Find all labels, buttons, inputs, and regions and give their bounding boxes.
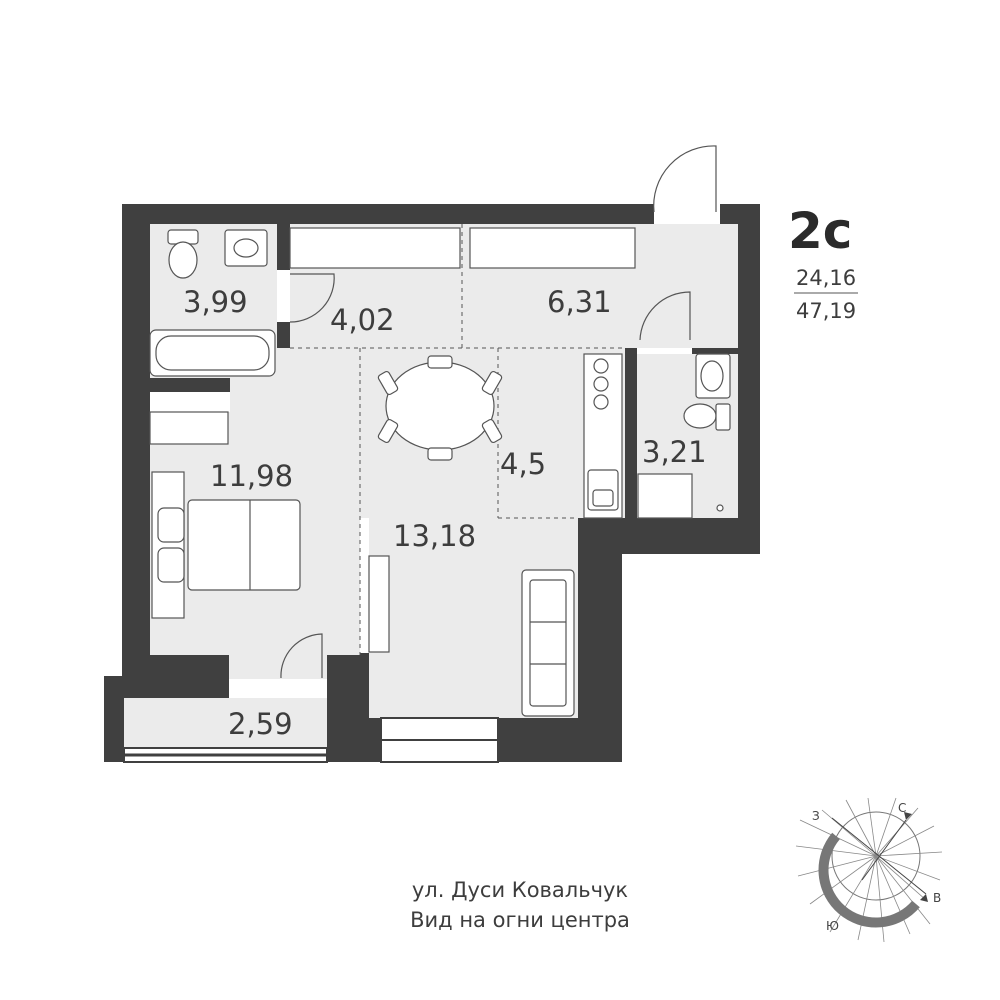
bed <box>151 471 301 619</box>
living-window <box>380 717 499 763</box>
sofa <box>521 569 575 717</box>
room-area-kitchen: 4,5 <box>500 447 546 481</box>
room-area-corridor: 6,31 <box>547 285 612 319</box>
apartment-type: 2с <box>788 202 852 260</box>
address-street: ул. Дуси Ковальчук <box>411 878 629 902</box>
address-view: Вид на огни центра <box>410 908 630 932</box>
wardrobe-hall <box>149 227 636 445</box>
dining-table <box>377 355 503 461</box>
doors <box>280 145 717 679</box>
walls <box>104 204 760 762</box>
room-area-wc: 3,21 <box>642 435 707 469</box>
tv-stand <box>368 555 390 653</box>
zone-dividers <box>290 224 625 655</box>
room-area-bedroom: 11,98 <box>210 459 293 493</box>
room-area-bathroom: 3,99 <box>183 285 248 319</box>
compass: С В Ю З <box>795 797 943 943</box>
kitchen-fixtures <box>583 353 623 519</box>
wc-fixtures <box>637 353 731 519</box>
living-area: 24,16 <box>796 266 856 290</box>
compass-south: Ю <box>826 919 839 933</box>
room-area-living: 13,18 <box>393 519 476 553</box>
compass-west: З <box>812 809 820 823</box>
total-area: 47,19 <box>796 299 856 323</box>
room-area-hall: 4,02 <box>330 303 395 337</box>
balcony-glazing <box>123 747 328 763</box>
compass-north: С <box>898 801 906 815</box>
room-area-balcony: 2,59 <box>228 707 293 741</box>
bathroom-fixtures <box>149 229 276 377</box>
compass-east: В <box>933 891 941 905</box>
